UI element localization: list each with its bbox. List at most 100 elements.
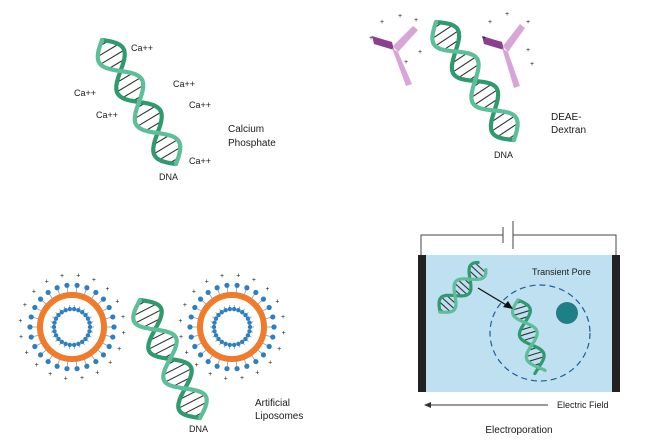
base-pair [153, 342, 177, 356]
deae-caption-line1: DEAE- [551, 112, 582, 123]
base-pair [520, 325, 534, 331]
charge-mark: + [192, 289, 196, 296]
liposome-icon: ++++++++++++++++++++ [18, 272, 125, 382]
lipid-head [59, 339, 64, 345]
lipid-head [205, 358, 211, 365]
lipid-head [266, 304, 272, 311]
lipid-head [227, 342, 233, 348]
electric-field-arrow [424, 402, 548, 408]
calcium-ion-label: Ca++ [96, 110, 118, 120]
base-pair [471, 83, 492, 98]
lipid-head [27, 324, 33, 330]
lipid-head [28, 334, 34, 340]
lipid-head [266, 343, 272, 350]
lipid-head [211, 324, 217, 330]
base-pair [178, 394, 206, 409]
electrode-right [612, 255, 620, 392]
base-pair [458, 64, 479, 79]
charge-mark: + [45, 279, 49, 286]
lipid-head [71, 342, 77, 348]
lipid-head [212, 320, 217, 325]
charge-mark: + [183, 302, 187, 309]
lipid-head [56, 336, 61, 342]
svg-text:+: + [404, 59, 408, 66]
lipid-head [76, 307, 81, 313]
lipid-head [270, 314, 276, 320]
charge-mark: + [275, 299, 279, 306]
liposome-icon: ++++++++++++++++++++ [178, 272, 285, 382]
electrode-left [418, 255, 426, 392]
charge-mark: + [64, 376, 68, 383]
lipid-head [192, 343, 198, 350]
charge-mark: + [18, 318, 22, 325]
charge-mark: + [95, 369, 99, 376]
calcium-ion-label: Ca++ [173, 79, 195, 89]
calcium-ion-label: Ca++ [189, 156, 211, 166]
lipid-head [67, 342, 73, 348]
charge-mark: + [282, 330, 286, 337]
base-pair [163, 362, 187, 376]
charge-mark: + [19, 334, 23, 341]
base-pair [512, 304, 529, 311]
electroporation-panel: Transient Pore Electric Field Electropor… [418, 221, 620, 436]
lipid-head [84, 285, 90, 291]
calcium-ion-label: Ca++ [189, 100, 211, 110]
charge-mark: + [76, 272, 80, 279]
charge-mark: + [224, 376, 228, 383]
lipid-head [110, 314, 116, 320]
base-pair [116, 72, 133, 83]
dna-strand [511, 298, 547, 373]
svg-text:+: + [369, 35, 373, 42]
base-pair [153, 139, 178, 155]
lipid-head [45, 358, 51, 365]
lipid-head [197, 352, 204, 358]
base-pair [122, 84, 144, 99]
charge-mark: + [265, 286, 269, 293]
base-pair [470, 264, 485, 278]
lipid-head [213, 316, 219, 321]
lipid-head [63, 341, 68, 347]
charge-mark: + [25, 349, 29, 356]
base-pair [522, 335, 537, 342]
deae-caption-line2: Dextran [551, 125, 586, 136]
lipid-head [64, 366, 70, 372]
lipid-head [53, 316, 59, 321]
calcium-ion-label: Ca++ [74, 88, 96, 98]
charge-mark: + [92, 277, 96, 284]
charge-mark: + [240, 375, 244, 382]
lipid-head [83, 312, 88, 318]
liposomes-panel: ++++++++++++++++++++ +++++++++++++++++++… [18, 272, 303, 434]
lipid-head [67, 306, 73, 312]
lipid-bilayer [197, 292, 267, 362]
charge-mark: + [252, 277, 256, 284]
lipid-head [71, 306, 77, 312]
base-pair [145, 121, 162, 132]
charge-mark: + [277, 346, 281, 353]
base-pair [164, 368, 192, 383]
entry-arrow [477, 287, 513, 309]
lipid-head [74, 282, 80, 288]
lipid-head [271, 324, 277, 330]
calcium-phosphate-panel: Ca++ Ca++ Ca++ Ca++ Ca++ Ca++ DNA Calciu… [74, 37, 276, 182]
charge-mark: + [48, 371, 52, 378]
base-pair [108, 59, 125, 70]
base-pair [438, 301, 451, 313]
lipid-head [54, 363, 60, 369]
nucleus [556, 302, 578, 324]
lipid-head [53, 333, 59, 338]
lipid-head [234, 282, 240, 288]
lipid-head [74, 366, 80, 372]
dna-helix-calcium [95, 37, 183, 167]
lipid-head [236, 307, 241, 313]
lipid-head [243, 336, 248, 342]
lipid-head [192, 304, 198, 311]
dna-helix-liposome [131, 297, 209, 421]
charge-mark: + [32, 289, 36, 296]
lipid-head [247, 320, 252, 325]
lipid-head [100, 352, 107, 358]
lipid-head [197, 296, 204, 302]
dna-label: DNA [159, 172, 178, 182]
calcium-ion-label: Ca++ [131, 43, 153, 53]
charge-mark: + [80, 375, 84, 382]
charge-mark: + [23, 302, 27, 309]
